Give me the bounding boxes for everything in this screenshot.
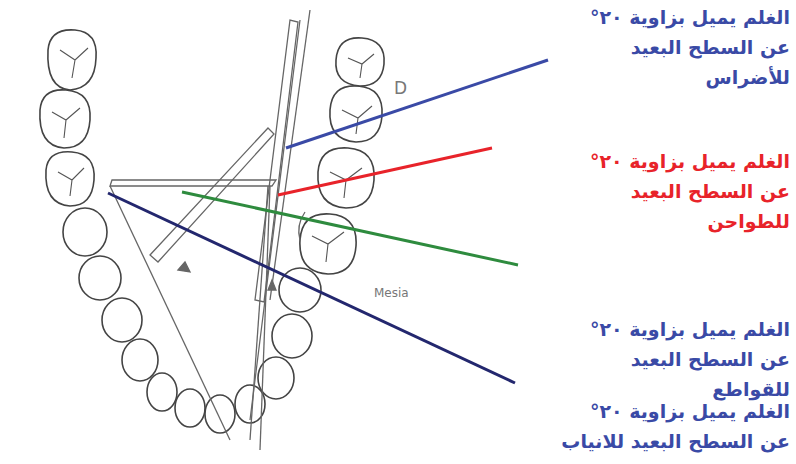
angle-callout: الغلم يميل بزاوية ٢٠° عن السطح البعيد لل… (554, 314, 790, 404)
angle-callout: الغلم يميل بزاوية ٢٠° عن السطح البعيد لل… (554, 146, 790, 236)
surface-letter: D (392, 78, 409, 98)
angle-callout: الغلم يميل بزاوية ٢٠° عن السطح البعيد لل… (554, 2, 790, 92)
surface-label: Mesia (372, 286, 411, 300)
angle-callout: الغلم يميل بزاوية ٢٠° عن السطح البعيد لل… (554, 396, 790, 456)
